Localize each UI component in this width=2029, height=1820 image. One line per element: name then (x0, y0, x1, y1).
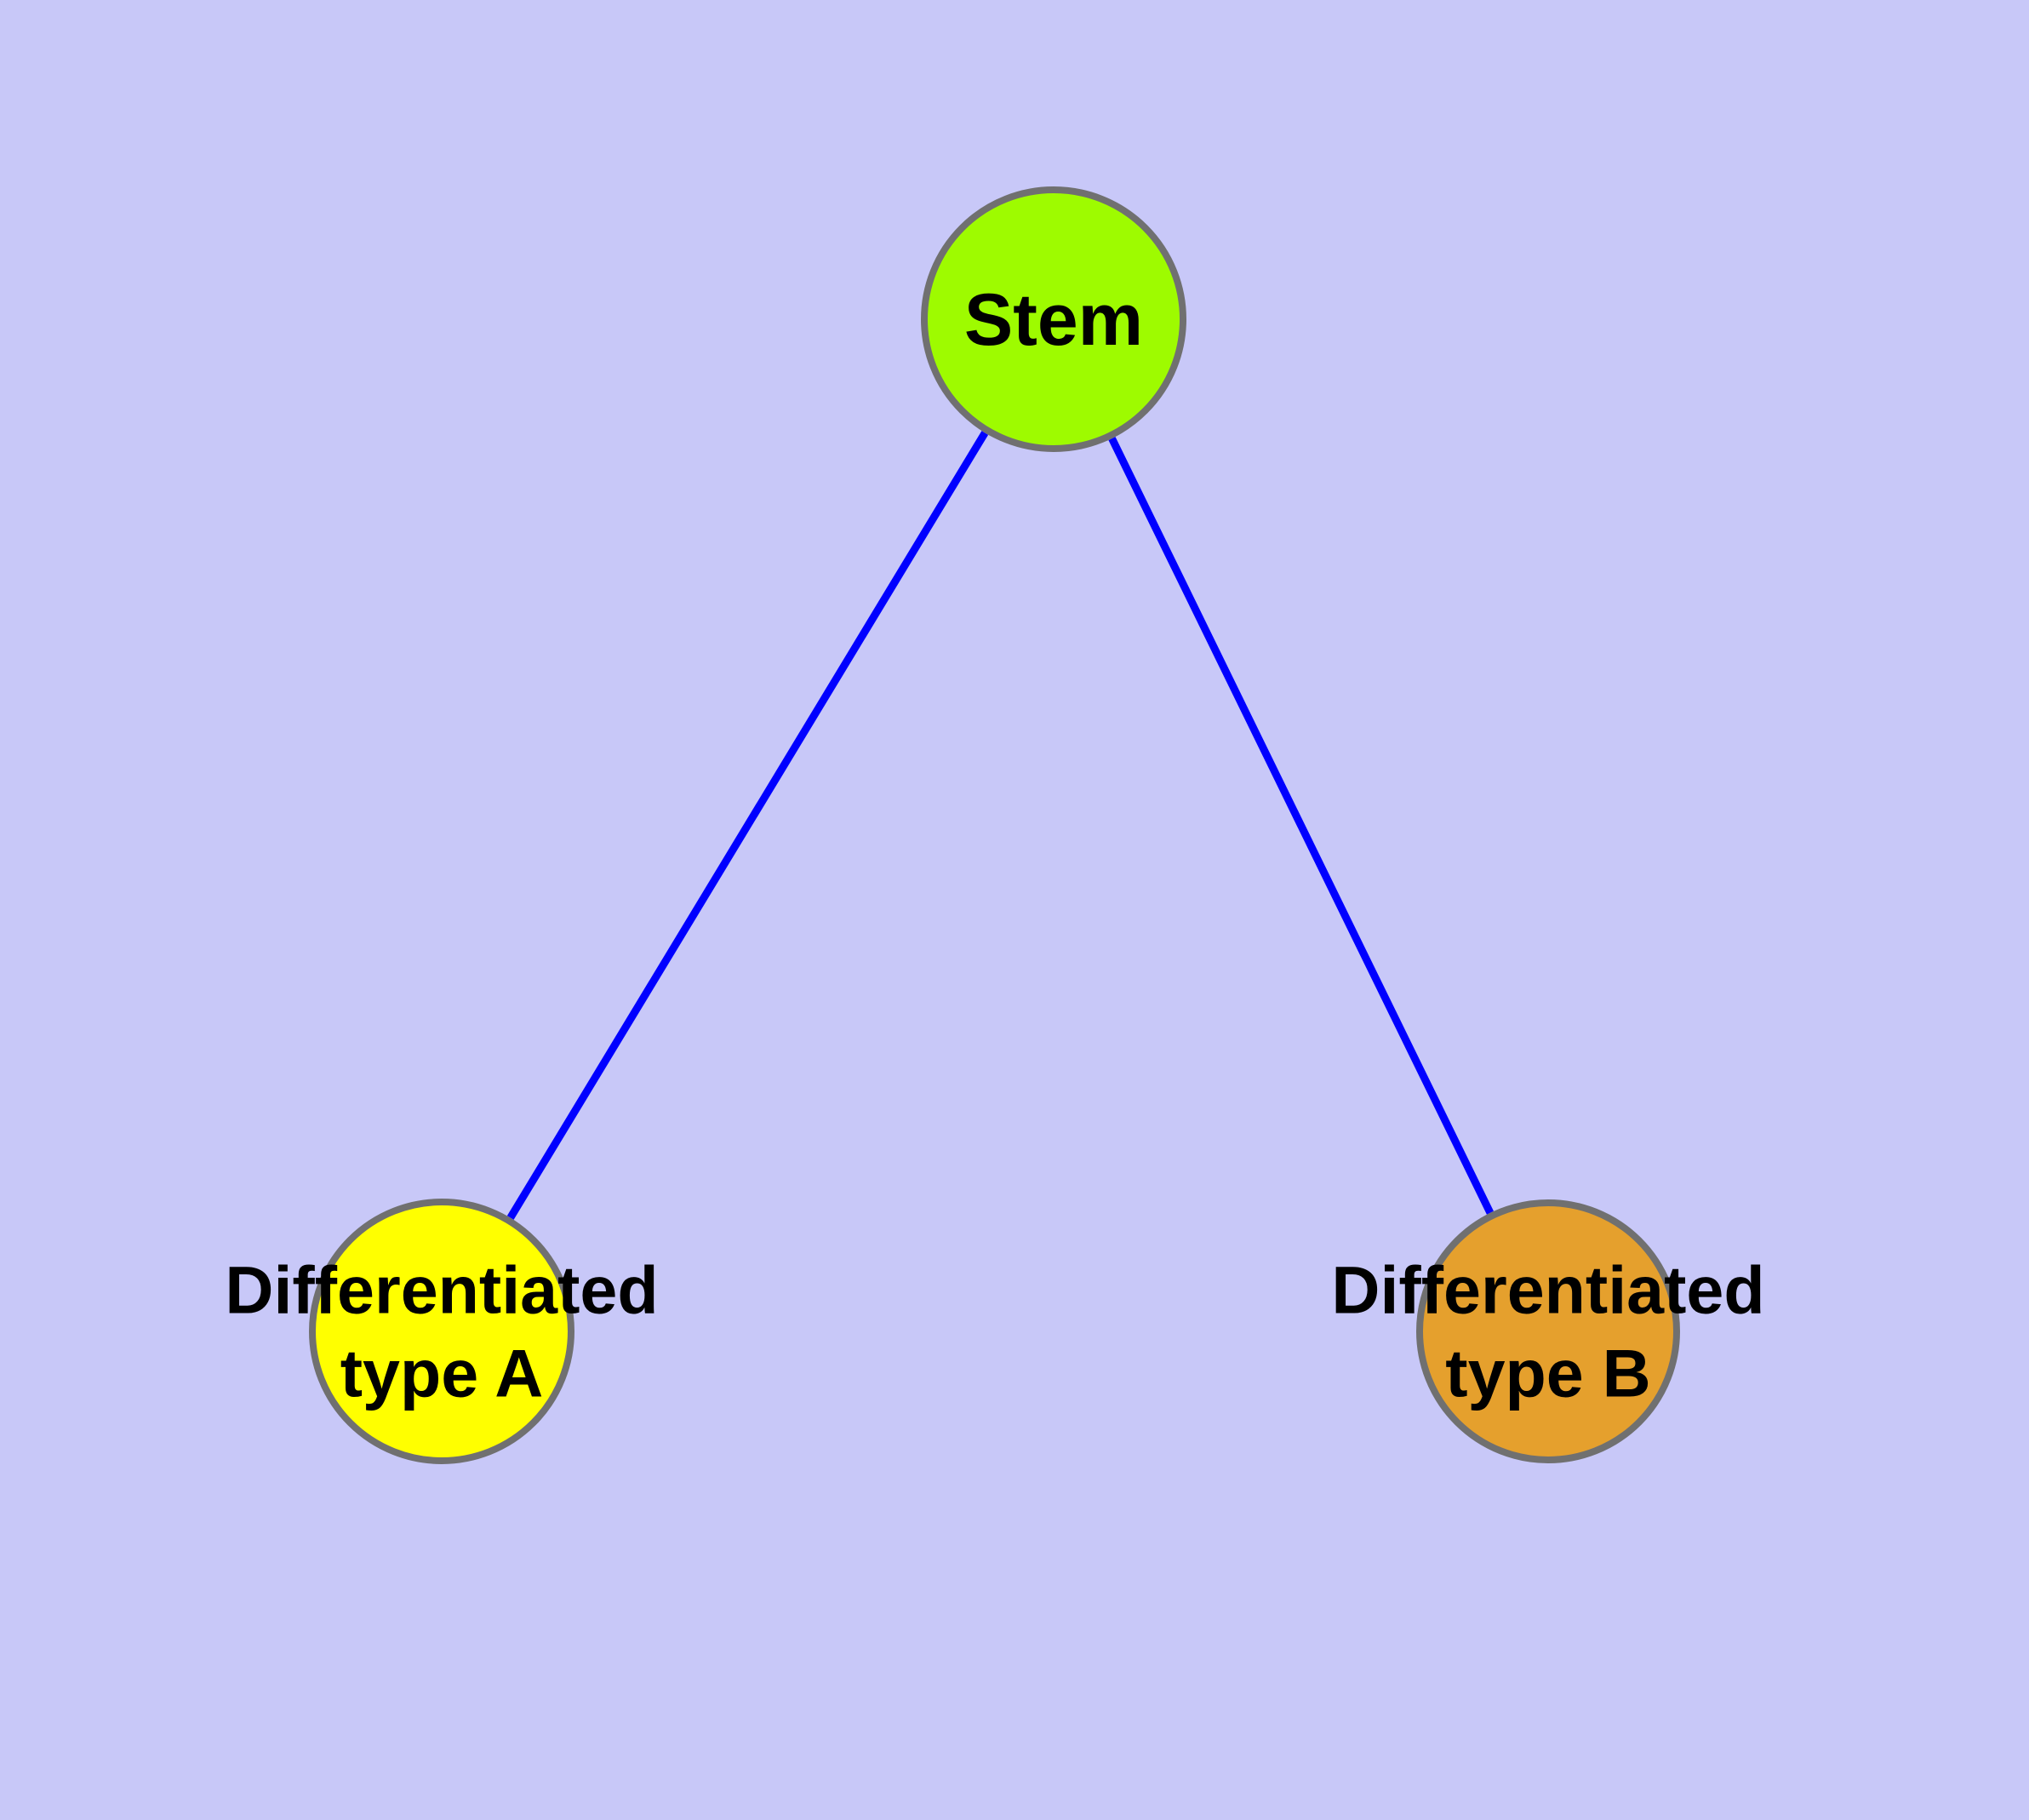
node-circle-diff_a[interactable] (309, 1199, 574, 1464)
edge-stem-b[interactable] (1108, 437, 1494, 1215)
node-label-line: Differentiated (225, 1252, 658, 1328)
node-label-stem: Stem (964, 279, 1143, 361)
node-layer (309, 186, 1680, 1464)
node-circle-stem[interactable] (921, 186, 1186, 452)
node-label-diff_b: Differentiated type B (1331, 1252, 1764, 1411)
edge-layer (506, 431, 1494, 1220)
node-label-diff_a: Differentiated type A (225, 1252, 658, 1411)
node-label-line: type B (1445, 1336, 1650, 1411)
edge-stem-a[interactable] (506, 431, 989, 1220)
node-label-line: Differentiated (1331, 1252, 1764, 1328)
node-circle-diff_b[interactable] (1416, 1199, 1680, 1463)
node-label-line: type A (340, 1336, 544, 1411)
node-label-line: Stem (964, 279, 1143, 361)
